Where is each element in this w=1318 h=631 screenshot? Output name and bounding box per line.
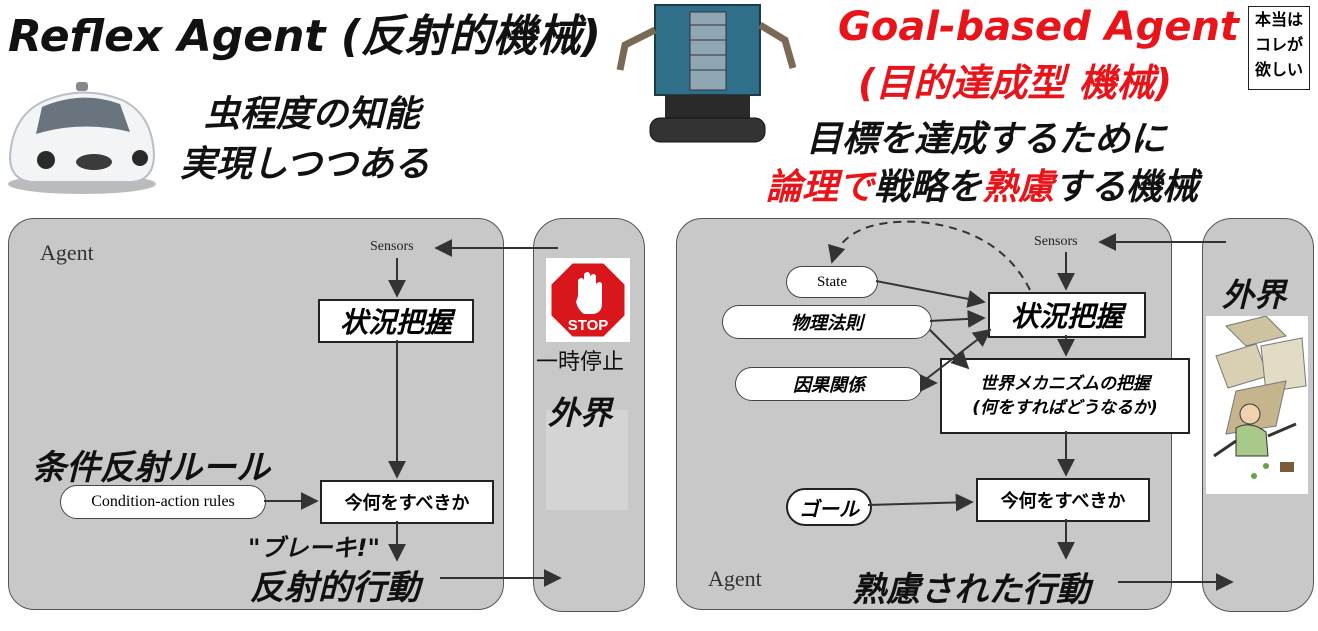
goal-caption-line2: 論理で戦略を熟慮する機械 [766,158,1198,210]
world-model-box: 世界メカニズムの把握 (何をすればどうなるか) [940,358,1190,434]
causality-pill: 因果関係 [735,367,923,401]
reflex-caption-line1: 虫程度の知能 [204,94,421,135]
physics-pill: 物理法則 [722,305,932,339]
goal-title-line2: (目的達成型 機械) [858,61,1172,105]
reflex-title: Reflex Agent (反射的機械) [8,11,601,62]
goal-world-label: 外界 [1222,276,1287,314]
state-pill: State [786,266,878,298]
goal-state-feedback-arrow [827,220,1031,291]
physics-to-worldmodel-arrow [929,329,970,370]
reflex-action-label: 反射的行動 [250,568,420,608]
brake-quote: "ブレーキ!" [248,534,380,562]
world-model-line1: 世界メカニズムの把握 [980,374,1150,394]
goal-to-decide-arrow [867,493,974,512]
reflex-world-label: 外界 [548,394,613,432]
caption-deliberate-red: 熟慮 [982,167,1055,208]
goal-title-line1: Goal-based Agent [838,4,1240,50]
caption-logic-red: 論理で [766,167,875,208]
reflex-caption-line2: 実現しつつある [180,144,430,185]
self-driving-car-image [8,82,156,194]
reflex-sensors-label: Sensors [370,239,414,254]
goal-pill: ゴール [786,488,872,526]
caption-machine: する機械 [1054,167,1199,208]
stop-sign-text: STOP [568,317,609,334]
goal-decide-box: 今何をすべきか [976,478,1150,522]
reflex-rules-heading: 条件反射ルール [32,448,270,488]
world-model-line2: (何をすればどうなるか) [972,398,1158,418]
caption-strategy: 戦略を [874,167,983,208]
reflex-situation-box: 状況把握 [318,299,474,343]
reflex-decide-box: 今何をすべきか [320,480,494,524]
goal-sensors-label: Sensors [1034,234,1078,249]
note-box: 本当は コレが 欲しい [1248,6,1310,90]
condition-action-rules-pill: Condition-action rules [60,485,266,519]
goal-action-label: 熟慮された行動 [852,570,1090,610]
robot-machine-image [616,4,797,143]
physics-to-situation-arrow [929,309,986,328]
goal-caption-line1: 目標を達成するために [806,119,1167,160]
reflex-agent-label: Agent [40,240,94,265]
stop-label: 一時停止 [536,350,625,375]
goal-agent-label: Agent [708,566,762,591]
state-to-situation-arrow [875,280,986,308]
reflex-world-inner [546,410,628,510]
goal-situation-box: 状況把握 [988,292,1146,338]
world-chaos-illustration [1206,316,1308,494]
stop-sign-image: STOP [546,258,630,342]
reflex-agent-panel [8,218,504,610]
